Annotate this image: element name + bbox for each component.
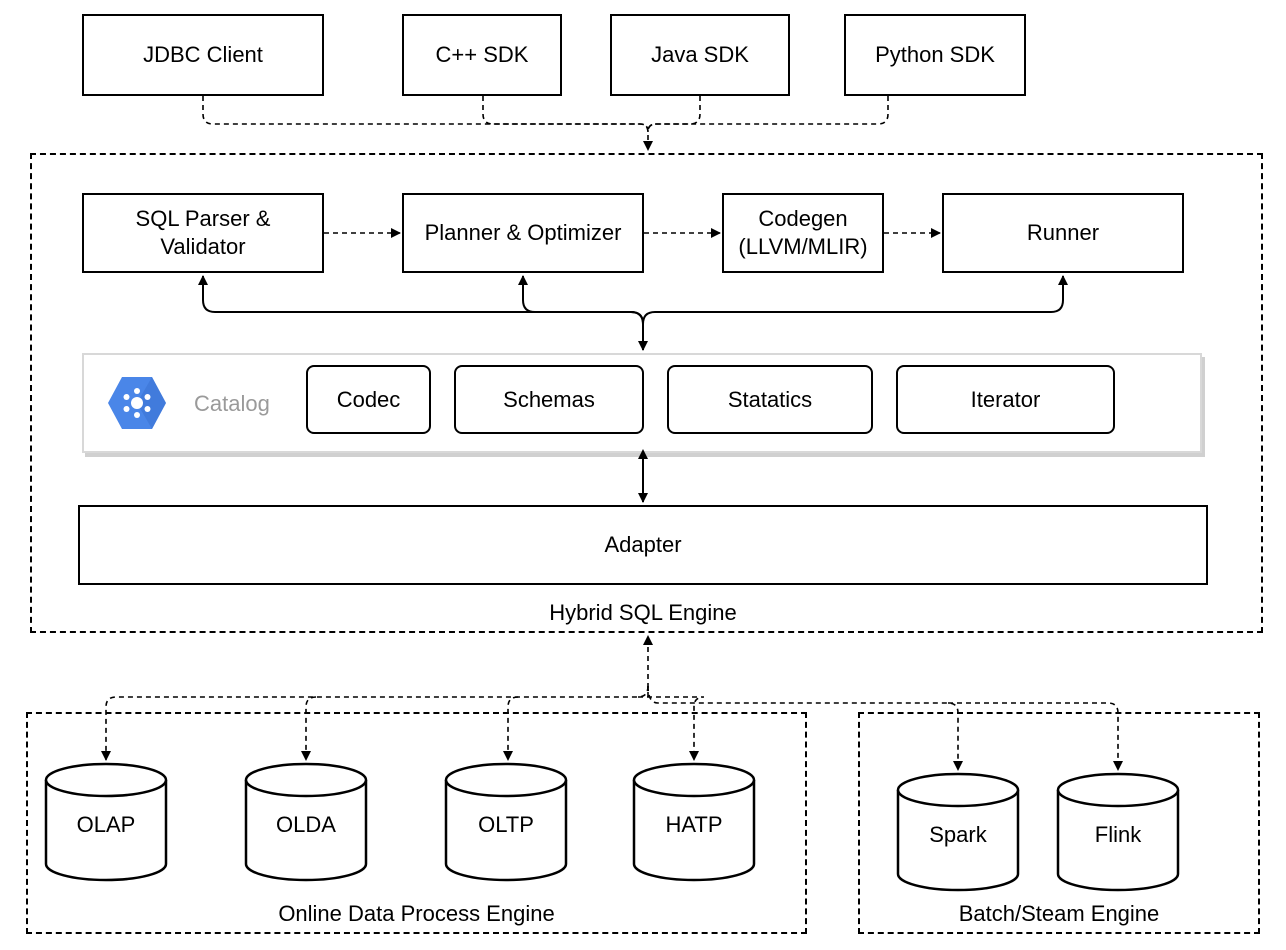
catalog-label: Catalog	[194, 391, 270, 416]
codegen-label: Codegen (LLVM/MLIR)	[738, 206, 868, 259]
planner-box: Planner & Optimizer	[402, 193, 644, 273]
flink-cylinder	[1056, 772, 1180, 892]
jdbc-client-label: JDBC Client	[143, 42, 263, 67]
store-label-oltp: OLTP	[478, 812, 534, 837]
codegen-box: Codegen (LLVM/MLIR)	[722, 193, 884, 273]
python-sdk-box: Python SDK	[844, 14, 1026, 96]
sql-parser-label: SQL Parser & Validator	[135, 206, 271, 259]
to-oltp-connector	[503, 696, 519, 761]
jdbc-to-engine-connector	[202, 96, 653, 151]
catalog-item-iterator: Iterator	[896, 365, 1115, 434]
planner-label: Planner & Optimizer	[424, 220, 622, 245]
runner-box: Runner	[942, 193, 1184, 273]
to-flink-connector	[948, 702, 1123, 771]
oltp-cylinder	[444, 762, 568, 882]
olda-cylinder	[244, 762, 368, 882]
batch-engine-container	[858, 712, 1260, 934]
to-spark-connector	[647, 685, 963, 771]
to-hatp-connector	[638, 696, 705, 761]
catalog-to-planner-arrow	[518, 275, 644, 325]
store-label-spark: Spark	[929, 822, 987, 847]
store-label-olap: OLAP	[76, 812, 136, 837]
to-olda-connector	[301, 696, 317, 761]
olap-cylinder	[44, 762, 168, 882]
catalog-item-label: Schemas	[503, 386, 595, 412]
hybrid-sql-engine-container	[30, 153, 1263, 633]
jdbc-client-box: JDBC Client	[82, 14, 324, 96]
catalog-item-statatics: Statatics	[667, 365, 873, 434]
hatp-cylinder	[632, 762, 756, 882]
cpp-sdk-box: C++ SDK	[402, 14, 562, 96]
catalog-item-codec: Codec	[306, 365, 431, 434]
online-engine-container	[26, 712, 807, 934]
runner-label: Runner	[1026, 220, 1100, 245]
cpp-sdk-label: C++ SDK	[435, 42, 529, 67]
batch-engine-title: Batch/Steam Engine	[958, 901, 1160, 926]
adapter-label: Adapter	[604, 532, 682, 557]
catalog-item-label: Statatics	[727, 386, 813, 412]
online-engine-title: Online Data Process Engine	[278, 901, 555, 926]
java-to-engine-connector	[647, 96, 701, 133]
catalog-item-label: Iterator	[970, 386, 1041, 412]
catalog-item-schemas: Schemas	[454, 365, 644, 434]
hybrid-sql-engine-title: Hybrid SQL Engine	[549, 600, 737, 625]
python-to-engine-connector	[647, 96, 889, 133]
java-sdk-label: Java SDK	[651, 42, 749, 67]
to-olap-connector	[101, 685, 649, 761]
store-label-hatp: HATP	[665, 812, 723, 837]
hexagon-catalog-icon	[108, 377, 166, 429]
adapter-box: Adapter	[78, 505, 1208, 585]
python-sdk-label: Python SDK	[875, 42, 995, 67]
catalog-item-label: Codec	[336, 386, 401, 412]
store-label-olda: OLDA	[276, 812, 336, 837]
spark-cylinder	[896, 772, 1020, 892]
store-label-flink: Flink	[1094, 822, 1142, 847]
java-sdk-box: Java SDK	[610, 14, 790, 96]
catalog-to-runner-arrow	[642, 275, 1068, 325]
sql-parser-box: SQL Parser & Validator	[82, 193, 324, 273]
cpp-to-engine-connector	[482, 96, 649, 133]
